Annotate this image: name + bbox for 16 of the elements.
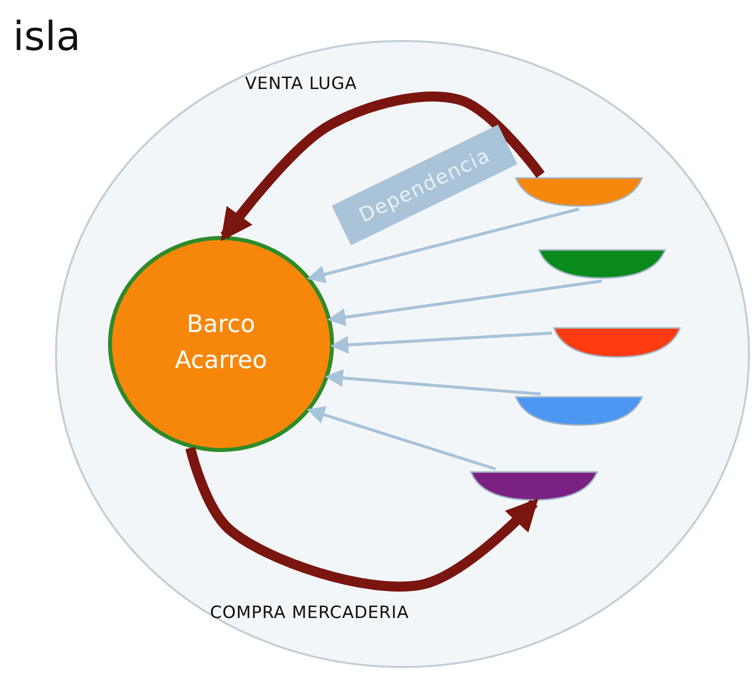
node-label: Barco Acarreo	[174, 309, 268, 376]
arrow	[330, 332, 552, 354]
bowl-shape	[515, 396, 643, 426]
ship-circle	[108, 236, 334, 452]
bowl-shape	[470, 471, 598, 501]
arrow	[327, 280, 602, 326]
edge-label: VENTA LUGA	[245, 74, 358, 94]
curved-arrow	[185, 446, 538, 592]
bowl-shape	[538, 249, 666, 279]
arrow	[306, 406, 496, 470]
heading: isla	[13, 14, 81, 60]
arrow	[325, 369, 541, 396]
bowl-shape	[515, 177, 643, 207]
bowl-shape	[553, 327, 681, 358]
arrow	[306, 208, 580, 284]
edge-label: COMPRA MERCADERIA	[210, 603, 409, 623]
